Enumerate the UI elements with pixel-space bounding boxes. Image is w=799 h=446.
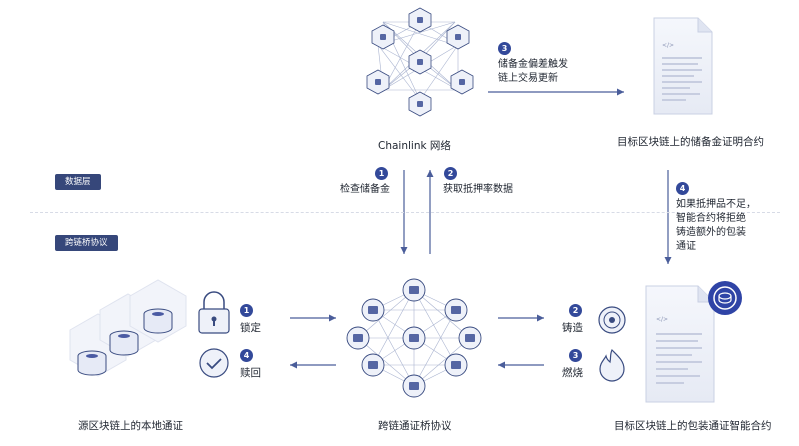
step-burn-label: 燃烧 [562, 367, 583, 379]
step-number-badge: 2 [569, 304, 582, 317]
chainlink-network-label: Chainlink 网络 [378, 140, 451, 152]
step-number-badge: 4 [240, 349, 253, 362]
bridge-protocol-network-icon [346, 278, 482, 398]
reserve-contract-label: 目标区块链上的储备金证明合约 [617, 136, 764, 148]
source-tokens-label: 源区块链上的本地通证 [78, 420, 183, 432]
step-reserve-deviation-label: 储备金偏差触发 链上交易更新 [498, 58, 568, 86]
code-tag-icon: </> [656, 316, 669, 323]
step-line: 铸造额外的包装 [676, 227, 746, 238]
lock-icon [198, 291, 230, 334]
step-mint-label: 铸造 [562, 322, 583, 334]
step-insufficient-collateral-label: 如果抵押品不足， 智能合约将拒绝 铸造额外的包装 通证 [676, 198, 756, 254]
wrapped-contract-document-icon [645, 281, 742, 403]
burn-flame-icon [599, 348, 625, 382]
chainlink-network-icon [366, 7, 474, 117]
step-line: 储备金偏差触发 [498, 59, 568, 70]
step-line: 智能合约将拒绝 [676, 213, 746, 224]
step-line: 链上交易更新 [498, 73, 558, 84]
step-fetch-collateral-label: 获取抵押率数据 [443, 184, 513, 195]
step-redeem-label: 赎回 [240, 367, 261, 379]
data-layer-pill: 数据层 [55, 174, 101, 190]
step-number-badge: 1 [375, 167, 388, 180]
source-token-stacks-icon [69, 279, 187, 377]
step-lock-label: 锁定 [240, 322, 261, 334]
layer-divider [30, 212, 780, 213]
step-check-reserve-label: 检查储备金 [340, 184, 390, 195]
step-number-badge: 2 [444, 167, 457, 180]
code-tag-icon: </> [662, 42, 675, 49]
step-number-badge: 3 [569, 349, 582, 362]
step-line: 通证 [676, 241, 696, 252]
step-line: 如果抵押品不足， [676, 199, 756, 210]
bridge-layer-pill: 跨链桥协议 [55, 235, 118, 251]
step-number-badge: 3 [498, 42, 511, 55]
bridge-protocol-label: 跨链通证桥协议 [378, 420, 452, 432]
redeem-check-icon [199, 348, 229, 378]
mint-coin-icon [598, 306, 626, 334]
step-number-badge: 1 [240, 304, 253, 317]
step-number-badge: 4 [676, 182, 689, 195]
reserve-contract-document-icon [653, 17, 713, 115]
wrapped-contract-label: 目标区块链上的包装通证智能合约 [614, 420, 772, 432]
